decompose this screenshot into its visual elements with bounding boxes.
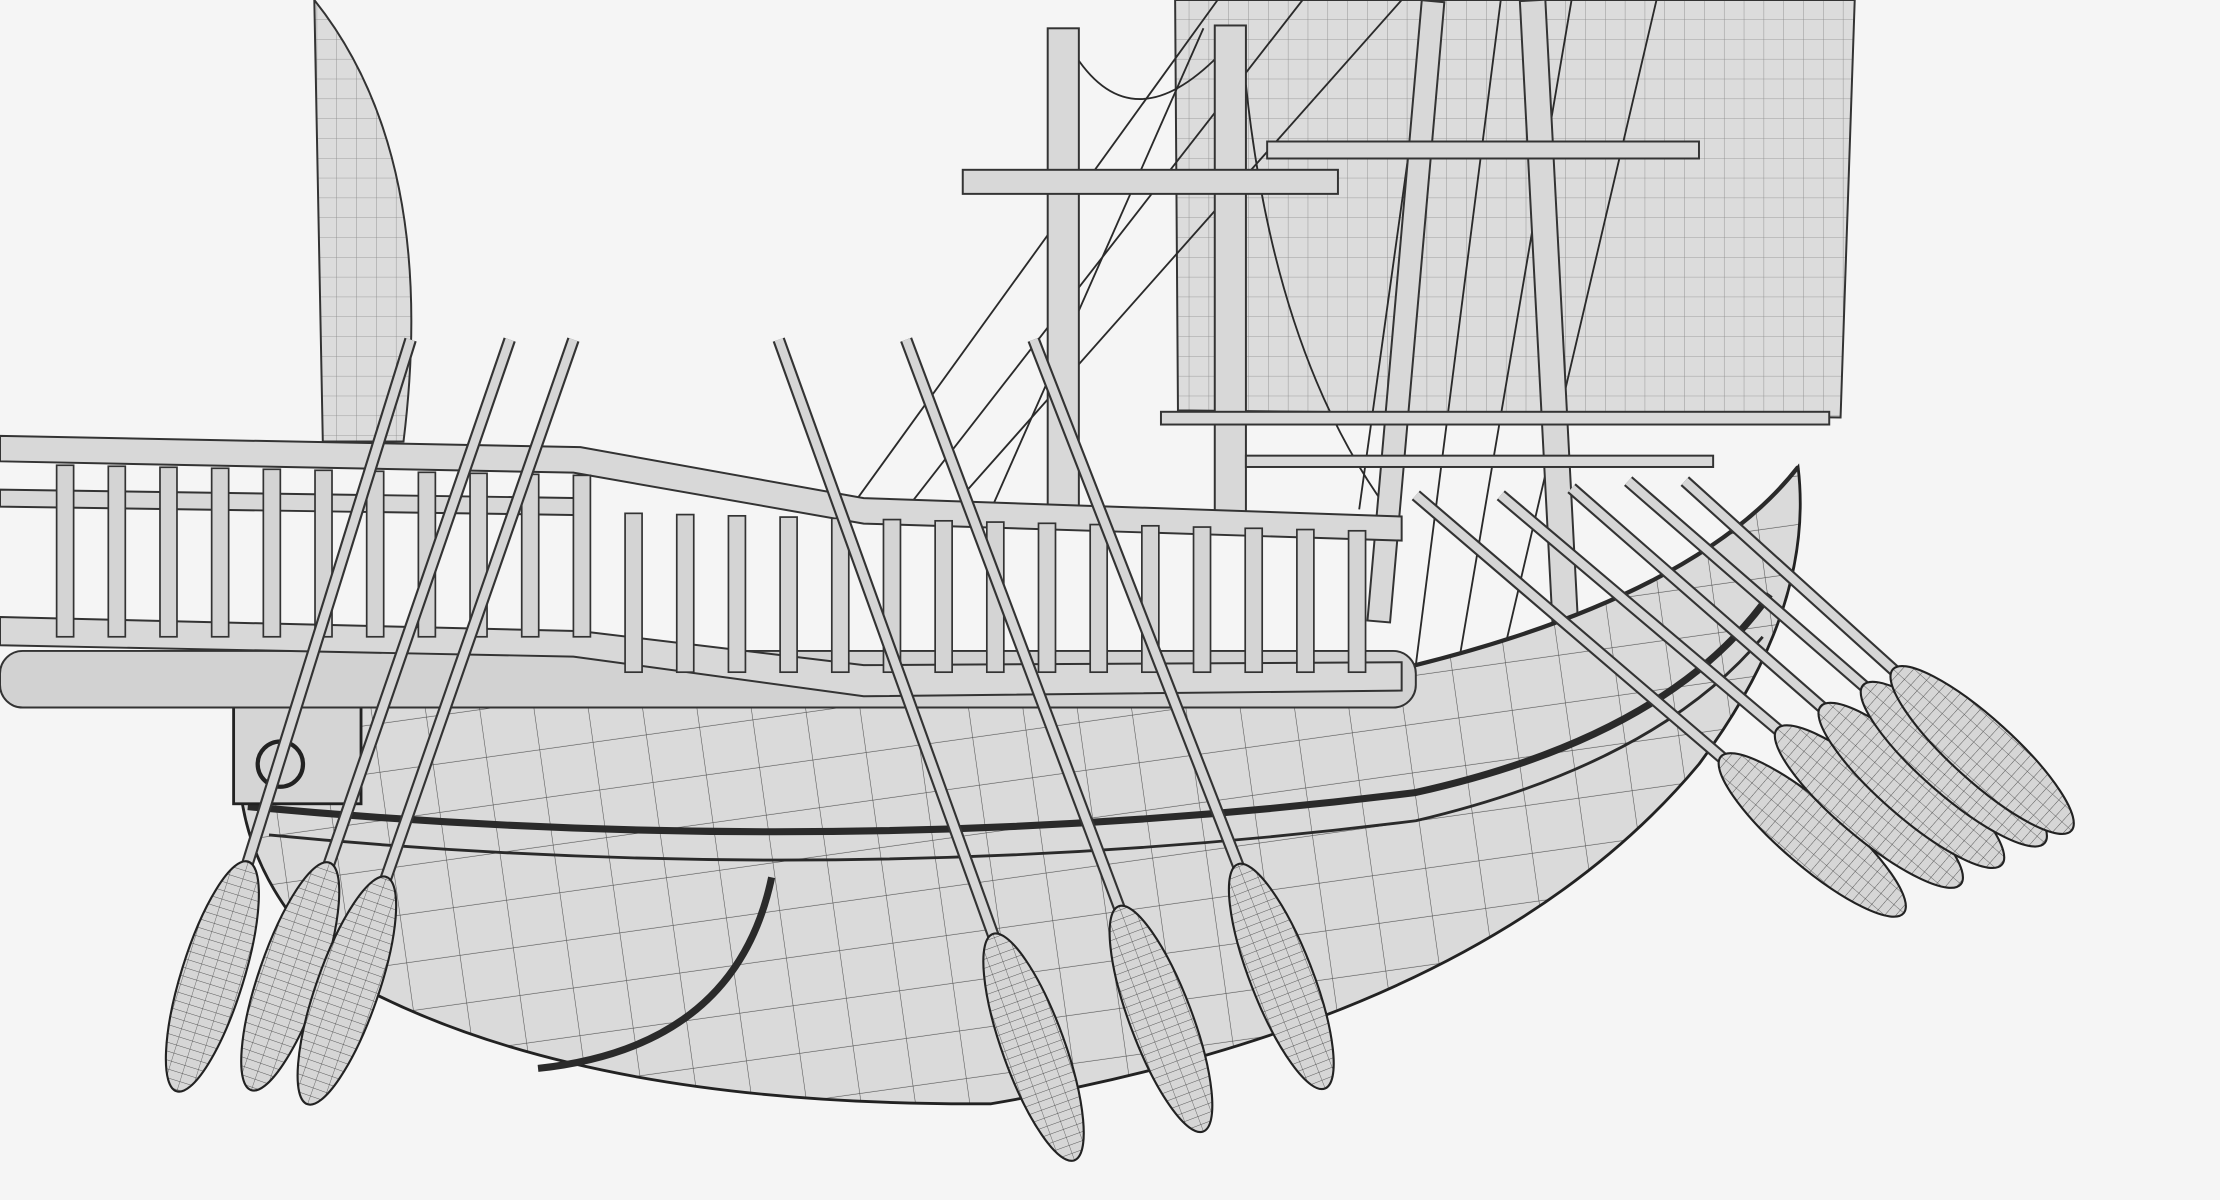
baluster — [1244, 527, 1264, 674]
baluster — [675, 513, 695, 674]
baluster — [572, 474, 592, 638]
oar — [164, 337, 417, 1093]
oar — [1027, 337, 1335, 1091]
baluster — [779, 516, 798, 674]
main-sail — [1174, 0, 1856, 419]
oars — [164, 337, 2075, 1162]
baluster — [262, 468, 282, 638]
baluster — [1347, 529, 1367, 674]
baluster — [934, 519, 953, 674]
baluster — [210, 467, 230, 638]
baluster — [1089, 523, 1109, 674]
fore-sail — [313, 0, 413, 443]
baluster — [1037, 522, 1057, 674]
baluster — [1192, 526, 1212, 674]
baluster — [727, 514, 747, 674]
oar — [900, 337, 1214, 1134]
oar — [772, 337, 1085, 1162]
baluster — [159, 466, 178, 638]
baluster — [55, 464, 75, 638]
baluster — [107, 465, 127, 638]
baluster — [365, 470, 385, 638]
oar — [1680, 476, 2075, 835]
oar — [240, 337, 516, 1092]
oar — [1496, 490, 1964, 889]
baluster — [624, 512, 643, 674]
baluster — [1296, 528, 1315, 674]
masts — [961, 0, 1831, 624]
oar — [296, 337, 580, 1106]
